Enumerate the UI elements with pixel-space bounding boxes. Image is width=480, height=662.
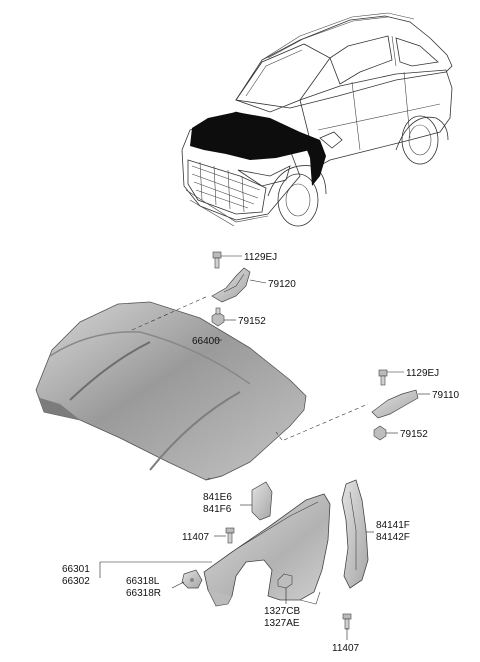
- label-1129ej-left: 1129EJ: [244, 252, 277, 263]
- label-66400: 66400: [192, 336, 220, 347]
- hinge-79110-icon: [371, 389, 419, 419]
- screw-11407-upper-icon: [225, 527, 235, 544]
- label-79152-right: 79152: [400, 429, 428, 440]
- label-84141f: 84141F: [376, 520, 410, 531]
- label-1327cb: 1327CB: [264, 606, 300, 617]
- label-79152-left: 79152: [238, 316, 266, 327]
- label-1327ae: 1327AE: [264, 618, 300, 629]
- hinge-79120-icon: [211, 267, 251, 303]
- leader-lines: [99, 255, 430, 640]
- hood-panel: [35, 301, 307, 481]
- label-66318r: 66318R: [126, 588, 161, 599]
- nut-79152-left-icon: [211, 307, 225, 327]
- label-66301: 66301: [62, 564, 90, 575]
- bolt-1129ej-left-icon: [212, 251, 222, 269]
- label-66318l: 66318L: [126, 576, 160, 587]
- label-79120: 79120: [268, 279, 296, 290]
- label-11407-lower: 11407: [332, 643, 360, 654]
- label-11407-upper: 11407: [182, 532, 210, 543]
- label-79110: 79110: [432, 390, 460, 401]
- bolt-1129ej-right-icon: [378, 369, 388, 386]
- fender-bracket-66318-icon: [181, 569, 203, 589]
- label-841e6: 841E6: [203, 492, 232, 503]
- label-66302: 66302: [62, 576, 90, 587]
- fender-panel-66301-icon: [203, 493, 331, 607]
- label-1129ej-right: 1129EJ: [406, 368, 439, 379]
- fender-liner-84141f-icon: [341, 479, 369, 589]
- vehicle-illustration: [181, 12, 453, 227]
- clip-1327cb-icon: [277, 573, 293, 589]
- label-841f6: 841F6: [203, 504, 232, 515]
- hood-hinge-right-dashline: [283, 403, 369, 441]
- label-84142f: 84142F: [376, 532, 410, 543]
- nut-79152-right-icon: [373, 425, 387, 441]
- fender-insulator-841e6-icon: [251, 481, 273, 521]
- screw-11407-lower-icon: [342, 613, 352, 630]
